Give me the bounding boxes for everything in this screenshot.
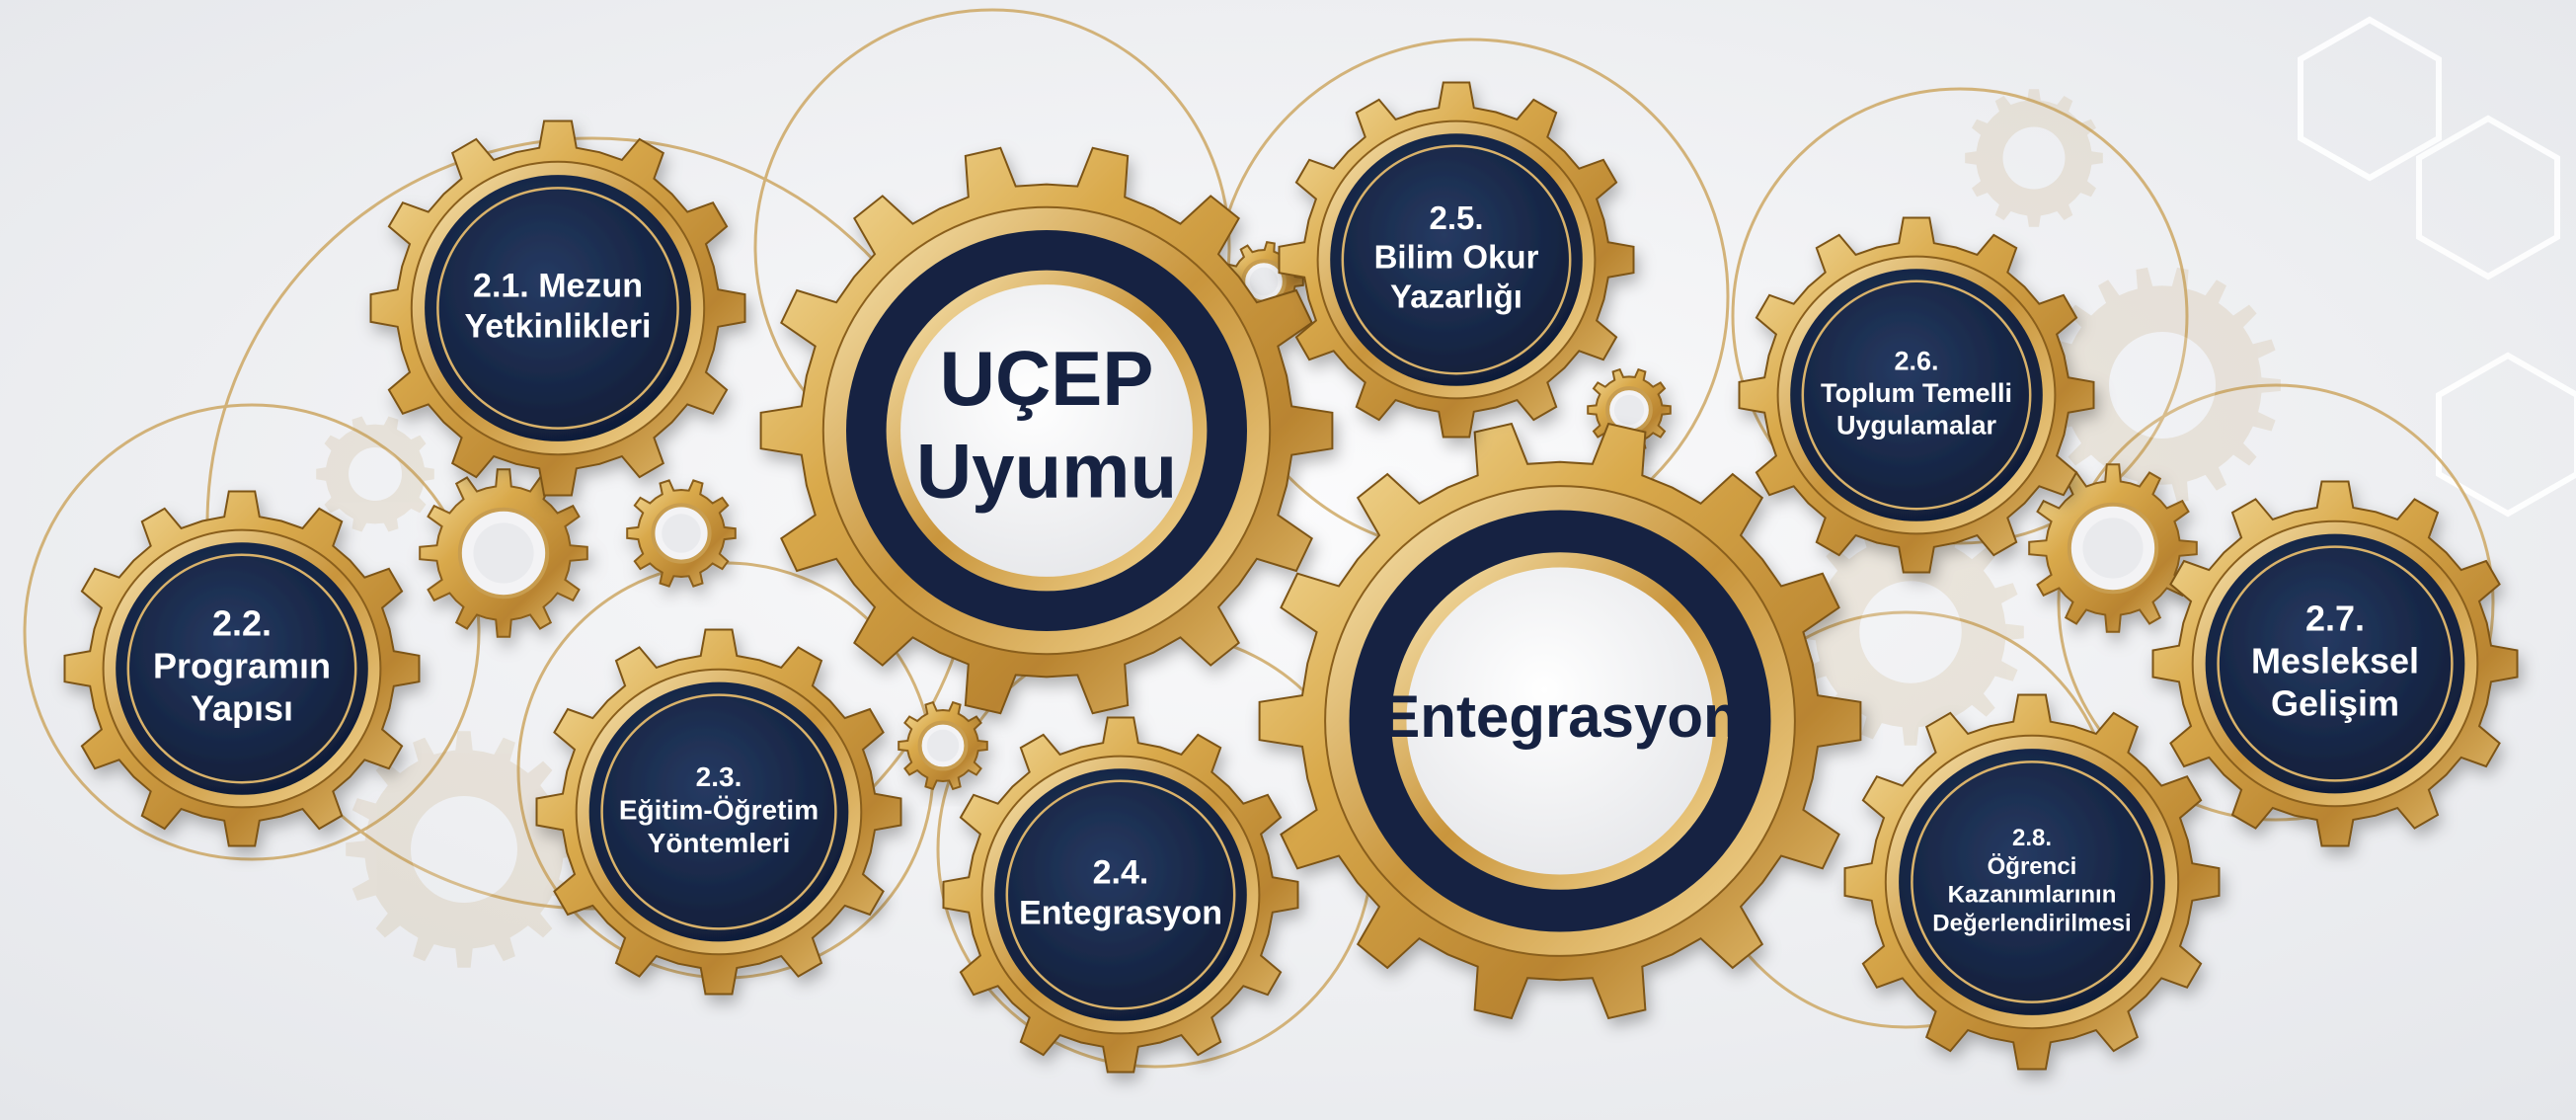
gear-label-line: 2.2. bbox=[212, 602, 272, 643]
gear-label-line: Yapısı bbox=[191, 688, 293, 729]
connector-arc bbox=[2057, 383, 2495, 822]
gear-label-line: Bilim Okur bbox=[1374, 239, 1539, 276]
gear-label-line: 2.5. bbox=[1429, 200, 1483, 236]
gear-label-line: 2.6. bbox=[1894, 347, 1938, 376]
background-gear-icon bbox=[1797, 519, 2024, 746]
gear-label-line: Değerlendirilmesi bbox=[1932, 911, 2131, 937]
gear-label-line: 2.3. bbox=[696, 761, 742, 792]
gear-label-line: UÇEP bbox=[940, 335, 1154, 422]
background-gear-icon bbox=[316, 416, 434, 532]
gear-label-line: Kazanımlarının bbox=[1948, 882, 2117, 909]
background-gears bbox=[316, 89, 2281, 968]
gear-label-line: Uygulamalar bbox=[1836, 411, 1997, 440]
gear-label-line: Uyumu bbox=[916, 427, 1177, 514]
gear-label-line: 2.7. bbox=[2305, 598, 2365, 638]
small-gear-icon bbox=[2028, 463, 2198, 633]
background-gear-icon bbox=[1965, 89, 2103, 227]
gear-label-line: Entegrasyon bbox=[1380, 683, 1739, 750]
gear-entegrasyon-main: Entegrasyon bbox=[1258, 422, 1862, 1020]
gear-label-line: Yöntemleri bbox=[648, 828, 791, 858]
gear-label-line: Eğitim-Öğretim bbox=[619, 794, 819, 825]
background-gear-icon bbox=[346, 731, 583, 968]
gear-label-line: Toplum Temelli bbox=[1821, 378, 2012, 408]
gear-2-8: 2.8.ÖğrenciKazanımlarınınDeğerlendirilme… bbox=[1843, 693, 2221, 1071]
gear-label-line: Yetkinlikleri bbox=[465, 307, 652, 345]
connector-arc bbox=[1731, 87, 2189, 545]
gear-label-line: Entegrasyon bbox=[1019, 894, 1222, 931]
small-gear-icon bbox=[898, 700, 988, 791]
small-gear-icon bbox=[626, 479, 737, 588]
gear-label-line: Öğrenci bbox=[1988, 853, 2077, 880]
gear-2-4: 2.4.Entegrasyon bbox=[942, 716, 1299, 1074]
hexagon-decoration bbox=[2298, 16, 2576, 518]
gear-label-line: Gelişim bbox=[2271, 683, 2399, 724]
small-gear-icon bbox=[419, 468, 588, 638]
gear-label-line: Mesleksel bbox=[2251, 641, 2419, 681]
gear-label-line: Yazarlığı bbox=[1390, 278, 1522, 314]
connector-arc bbox=[23, 403, 481, 861]
gear-label-line: 2.8. bbox=[2012, 825, 2052, 851]
small-gears bbox=[419, 240, 2198, 791]
gear-label-line: 2.1. Mezun bbox=[473, 268, 643, 305]
background-gear-icon bbox=[2044, 267, 2281, 504]
gear-label-line: 2.4. bbox=[1093, 854, 1149, 892]
gear-label-line: Programın bbox=[153, 646, 331, 686]
